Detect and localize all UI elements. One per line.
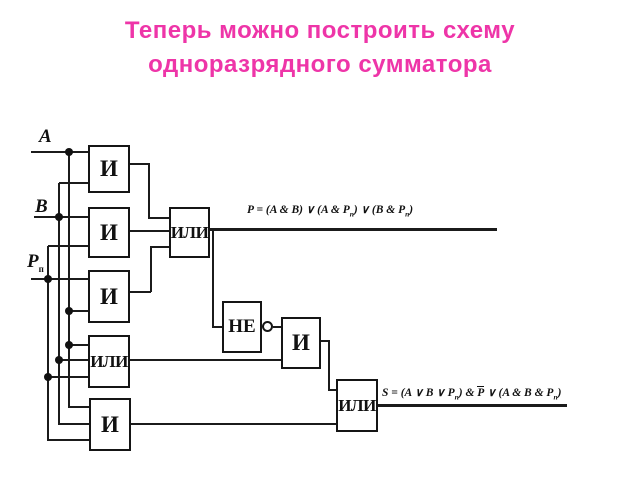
wire-a-to-and5: [69, 406, 89, 408]
wire-and1-to-or1: [149, 217, 169, 219]
wire-carry-to-not-v: [212, 228, 214, 328]
gate-and-1: И: [88, 145, 130, 193]
wire-and4-to-or3: [329, 389, 336, 391]
wire-p-to-or2: [48, 376, 88, 378]
wire-p-to-and2: [48, 245, 88, 247]
slide-title-line2: одноразрядного сумматора: [148, 51, 492, 78]
wire-and3-out-v: [150, 246, 152, 292]
wire-carry-output: [210, 228, 497, 231]
junction-dot-b: [55, 213, 63, 221]
gate-or-3: ИЛИ: [336, 379, 378, 432]
wire-and1-out-h: [130, 163, 149, 165]
slide-title: Теперь можно построить схему одноразрядн…: [0, 14, 640, 82]
input-label-a: A: [39, 126, 52, 147]
junction-dot-a-and3: [65, 307, 73, 315]
gate-and-2: И: [88, 207, 130, 258]
gate-and-3: И: [88, 270, 130, 323]
wire-a-to-and3: [69, 310, 88, 312]
bus-a-vertical: [68, 152, 70, 408]
wire-a-input: [31, 151, 88, 153]
slide-title-line1: Теперь можно построить схему: [124, 17, 516, 44]
wire-p-to-and5: [48, 439, 89, 441]
bus-p-vertical: [47, 246, 49, 441]
overline-p: P: [477, 386, 485, 399]
gate-and-4: И: [281, 317, 321, 369]
wire-or2-to-and4: [130, 359, 281, 361]
not-inversion-bubble: [262, 321, 273, 332]
input-label-p-subscript: п: [38, 263, 44, 274]
wire-b-to-and5: [59, 423, 89, 425]
wire-a-to-or2: [69, 344, 88, 346]
junction-dot-p: [44, 275, 52, 283]
wire-and3-out-h: [130, 291, 151, 293]
gate-not-1: НЕ: [222, 301, 262, 353]
junction-dot-p-or2: [44, 373, 52, 381]
input-label-p: Pп: [27, 251, 44, 274]
formula-sum: S = (A ∨ B ∨ Pп) & P ∨ (A & B & Pп): [382, 386, 562, 402]
junction-dot-b-or2: [55, 356, 63, 364]
wire-b-to-or2: [59, 359, 88, 361]
gate-or-2: ИЛИ: [88, 335, 130, 388]
formula-carry: P = (A & B) ∨ (A & Pп) ∨ (B & Pп): [247, 204, 414, 219]
wire-sum-output: [378, 404, 567, 407]
wire-and2-to-or1: [130, 230, 169, 232]
junction-dot-a: [65, 148, 73, 156]
wire-and1-out-v: [148, 163, 150, 219]
wire-and4-out-h: [321, 340, 330, 342]
input-label-b: B: [35, 196, 48, 217]
gate-and-5: И: [89, 398, 131, 451]
wire-and3-to-or1: [151, 246, 169, 248]
wire-carry-to-not-h: [213, 326, 222, 328]
wire-and5-to-or3: [131, 423, 336, 425]
bus-b-vertical: [58, 183, 60, 425]
wire-not-to-and4: [273, 326, 281, 328]
wire-and4-out-v: [328, 340, 330, 391]
wire-b-to-and1: [59, 182, 88, 184]
gate-or-1: ИЛИ: [169, 207, 210, 258]
junction-dot-a-or2: [65, 341, 73, 349]
